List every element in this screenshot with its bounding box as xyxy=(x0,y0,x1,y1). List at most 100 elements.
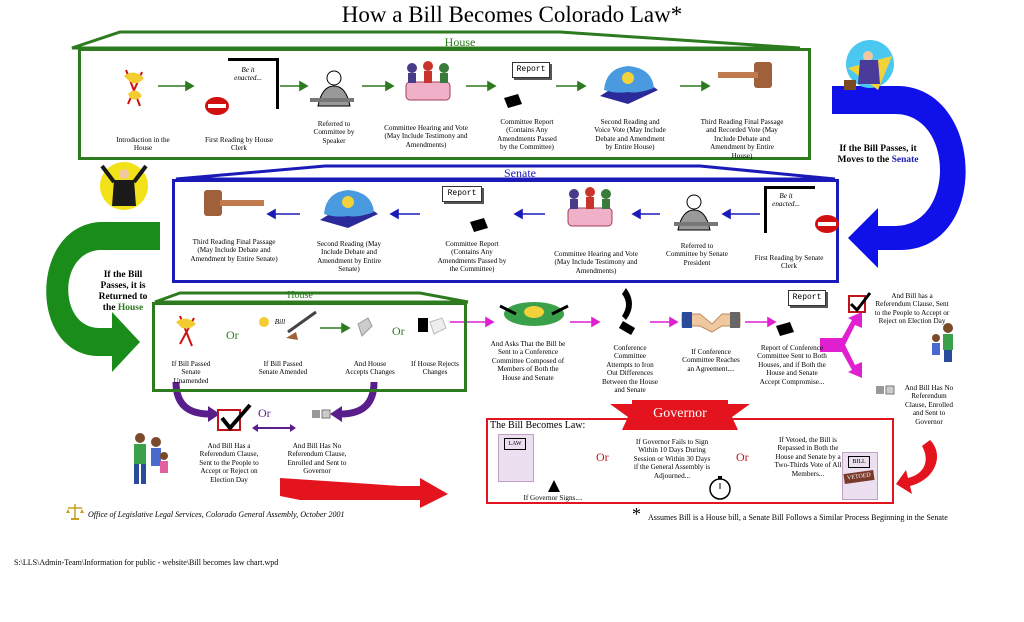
house-return-arrows xyxy=(320,322,351,334)
report-shadow-icon xyxy=(504,94,522,108)
enacted-doc-senate xyxy=(764,186,815,233)
house-step-referred: Referred to Committee by Speaker xyxy=(313,120,355,145)
referendum-fork-arrow xyxy=(820,312,862,378)
reject-hand-icon xyxy=(418,317,447,335)
senate-step-third-reading: Third Reading Final Passage (May Include… xyxy=(190,238,278,263)
family-right-icon xyxy=(932,323,953,362)
house-step-third-reading: Third Reading Final Passage and Recorded… xyxy=(700,118,784,160)
stopwatch-icon xyxy=(709,476,731,500)
file-path: S:\LLS\Admin-Team\Information for public… xyxy=(14,558,279,567)
or-label-1: Or xyxy=(226,328,239,342)
house-return-roof xyxy=(154,291,469,304)
senate-step-hearing: Committee Hearing and Vote (May Include … xyxy=(554,250,638,275)
house-step-second-reading: Second Reading and Voice Vote (May Inclu… xyxy=(594,118,666,152)
senate-arrows xyxy=(266,208,760,220)
conference-request: And Asks That the Bill be Sent to a Conf… xyxy=(490,340,566,382)
becomes-law-label: The Bill Becomes Law: xyxy=(490,420,586,431)
enacted-text-house: Be it enacted... xyxy=(234,66,262,83)
conference-arrows xyxy=(450,316,777,328)
referendum-left-text: And Bill Has a Referendum Clause, Sent t… xyxy=(199,442,259,484)
governor-fails-text: If Governor Fails to Sign Within 10 Days… xyxy=(633,438,711,480)
referendum-checkbox-left-icon xyxy=(217,403,252,432)
moves-to-senate-phrase: If the Bill Passes, it Moves to the xyxy=(837,144,917,165)
conference-report-both-houses: Report of Conference Committee Sent to B… xyxy=(757,344,827,386)
mouth-icon xyxy=(205,97,229,115)
gavel-icon-house xyxy=(718,62,772,88)
or-label-law-2: Or xyxy=(736,450,749,464)
page-title: How a Bill Becomes Colorado Law* xyxy=(341,2,683,27)
house-step-introduction: Introduction in the House xyxy=(116,136,170,153)
red-curve-arrow-right xyxy=(896,440,938,494)
report-conference: Report xyxy=(788,290,826,306)
or-label-2: Or xyxy=(392,324,405,338)
senate-step-second-reading: Second Reading (May Include Debate and A… xyxy=(316,240,382,274)
footer-star: * xyxy=(632,504,641,524)
enrolled-icon-right xyxy=(876,385,895,395)
returned-to-house-phrase: If the Bill Passes, it is Returned to th… xyxy=(98,270,148,313)
house-arrows xyxy=(158,80,711,92)
report-shadow-senate-icon xyxy=(470,218,488,232)
amended-bill-icon xyxy=(259,310,317,340)
gavel-icon-senate xyxy=(204,190,264,216)
scales-of-justice-icon xyxy=(66,504,84,520)
enacted-doc-house xyxy=(228,58,279,109)
senate-committee-icon xyxy=(567,187,613,227)
return-accepts: And House Accepts Changes xyxy=(345,360,395,377)
to-house-curve-arrow xyxy=(46,222,161,372)
purple-arrow-right xyxy=(339,381,378,418)
return-unamended: If Bill Passed Senate Unamended xyxy=(171,360,211,385)
governor-banner xyxy=(610,400,750,430)
mouth-icon-senate xyxy=(815,215,839,233)
no-referendum-right-text: And Bill Has No Referendum Clause, Enrol… xyxy=(904,384,954,426)
purple-arrow-left xyxy=(172,381,211,418)
law-doc-label: LAW xyxy=(504,438,526,450)
senate-second-reading-icon xyxy=(320,190,378,228)
governor-label: Governor xyxy=(653,406,707,421)
family-left-icon xyxy=(134,433,168,484)
unamended-bill-icon xyxy=(176,315,196,347)
senate-step-referred: Referred to Committee by Senate Presiden… xyxy=(666,242,728,267)
celebrating-person-left-icon xyxy=(100,162,148,210)
to-senate-curve-arrow xyxy=(832,86,966,268)
speaker-icon xyxy=(310,70,354,107)
bill-scroll-icon xyxy=(124,69,144,107)
conference-handshake-icon xyxy=(499,302,569,326)
house-step-committee-report: Committee Report (Contains Any Amendment… xyxy=(497,118,557,152)
celebrating-person-icon xyxy=(844,40,894,90)
return-amended: If Bill Passed Senate Amended xyxy=(258,360,308,377)
report-house: Report xyxy=(512,62,550,78)
no-referendum-left-text: And Bill Has No Referendum Clause, Enrol… xyxy=(287,442,347,476)
house-label: House xyxy=(444,35,476,49)
accept-hand-icon xyxy=(357,317,373,337)
senate-step-committee-report: Committee Report (Contains Any Amendment… xyxy=(437,240,507,274)
senate-step-first-reading: First Reading by Senate Clerk xyxy=(754,254,824,271)
or-label-left: Or xyxy=(258,406,271,420)
house-box xyxy=(78,48,811,160)
return-rejects: If House Rejects Changes xyxy=(411,360,459,377)
governor-signs-text: If Governor Signs.... xyxy=(523,494,583,502)
amended-bill-text: Bill xyxy=(274,318,286,326)
or-label-law-1: Or xyxy=(596,450,609,464)
report-senate: Report xyxy=(442,186,482,202)
senate-label: Senate xyxy=(504,166,536,180)
footer-note: Assumes Bill is a House bill, a Senate B… xyxy=(648,513,948,522)
enacted-text-senate: Be it enacted... xyxy=(772,192,800,209)
moves-to-senate-target: Senate xyxy=(891,155,919,165)
pen-icon xyxy=(548,480,560,492)
house-step-hearing: Committee Hearing and Vote (May Include … xyxy=(384,124,468,149)
senate-president-icon xyxy=(674,194,718,231)
senate-box xyxy=(172,179,839,283)
returned-to-house-target: House xyxy=(117,303,144,313)
red-arrow-to-law xyxy=(280,478,448,508)
vetoed-bill-label: BILL xyxy=(848,456,870,468)
phone-icon xyxy=(618,288,636,335)
agreement-handshake-icon xyxy=(681,312,741,333)
referendum-right-text: And Bill has a Referendum Clause, Sent t… xyxy=(874,292,950,326)
enrolled-icon-left xyxy=(312,409,331,419)
committee-hearing-icon xyxy=(405,61,451,101)
conference-agreement: If Conference Committee Reaches an Agree… xyxy=(682,348,740,373)
referendum-checkbox-right-icon xyxy=(848,292,872,313)
vetoed-text: If Vetoed, the Bill is Repassed in Both … xyxy=(774,436,842,478)
house-step-first-reading: First Reading by House Clerk xyxy=(204,136,274,153)
becomes-law-box xyxy=(486,418,894,504)
